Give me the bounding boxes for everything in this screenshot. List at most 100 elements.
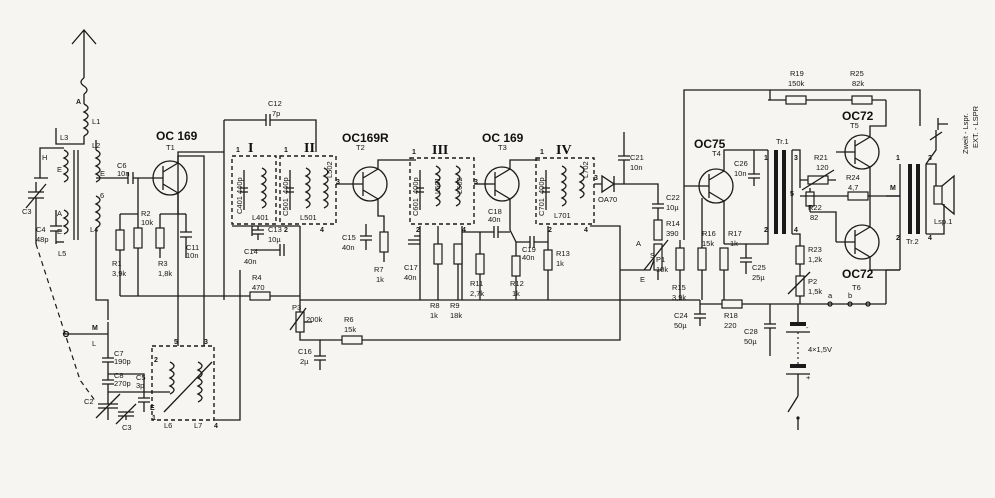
r19-ref: R19: [790, 69, 804, 78]
inductor-l2-l4: [94, 140, 109, 320]
t6-ref: T6: [852, 283, 861, 292]
r23-value: 1,2k: [808, 255, 822, 264]
osc-pin-e: E: [150, 405, 155, 412]
r2-value: 10k: [141, 218, 153, 227]
node-a-label: a: [828, 291, 833, 300]
capacitor-c25: [724, 243, 752, 274]
antenna: [71, 29, 97, 104]
capacitor-c16: [314, 355, 326, 370]
c21-ref: C21: [630, 153, 644, 162]
t5-type: OC72: [842, 109, 874, 123]
c13-ref: C13: [268, 225, 282, 234]
p1-pin-a: A: [636, 239, 641, 248]
iii-pin-1: 1: [412, 149, 416, 156]
resistor-r23: [795, 245, 805, 276]
r7-ref: R7: [374, 265, 384, 274]
r12-value: 1k: [512, 289, 520, 298]
r12-ref: R12: [510, 279, 524, 288]
node-a-b: [827, 301, 871, 307]
speaker-label: Lsp.1: [934, 217, 952, 226]
r9-value: 18k: [450, 311, 462, 320]
c22-ref: C22: [666, 193, 680, 202]
r25-value: 82k: [852, 79, 864, 88]
c15-value: 40n: [342, 243, 355, 252]
r15-ref: R15: [672, 283, 686, 292]
p1-pin-e: E: [640, 275, 645, 284]
resistor-r15: [675, 240, 685, 300]
r24-value: 4,7: [848, 183, 858, 192]
l3-label: L3: [60, 133, 68, 142]
capacitor-c21: [618, 132, 630, 184]
resistor-r22: [805, 188, 815, 212]
resistor-r6: [320, 270, 621, 345]
battery-label: 4×1,5V: [808, 345, 832, 354]
resistor-r11: [475, 232, 485, 300]
c2-label: C2: [84, 397, 94, 406]
l5-label: L5: [58, 249, 66, 258]
c5-value: 3p: [136, 381, 144, 390]
t4-ref: T4: [712, 149, 721, 158]
t2-type: OC169R: [342, 131, 389, 145]
p3-value: 200k: [306, 315, 323, 324]
ii-pin-4: 4: [320, 227, 324, 234]
c16-value: 2µ: [300, 357, 309, 366]
diode-oa70: [594, 174, 640, 194]
capacitor-c8: [102, 374, 114, 404]
r3-ref: R3: [158, 259, 168, 268]
resistor-r7: [379, 231, 389, 262]
capacitor-c24: [694, 310, 706, 326]
capacitor-c4: [50, 210, 62, 244]
transformer-tr1: [746, 149, 801, 246]
r1-value: 3,9k: [112, 269, 126, 278]
resistor-r14: [653, 219, 663, 241]
c14-ref: C14: [244, 247, 258, 256]
t4-type: OC75: [694, 137, 726, 151]
c14-value: 40n: [244, 257, 257, 266]
l401-label: L401: [252, 213, 269, 222]
c501-value: 440p: [281, 177, 290, 194]
resistor-r1: [115, 214, 125, 296]
c11-ref: C11: [186, 243, 199, 252]
transistor-t2: [336, 159, 416, 232]
r18-ref: R18: [724, 311, 738, 320]
diode-label: OA70: [598, 195, 617, 204]
r8-ref: R8: [430, 301, 440, 310]
r6-ref: R6: [344, 315, 354, 324]
r25-ref: R25: [850, 69, 864, 78]
tr1-pin-2: 2: [764, 227, 768, 234]
capacitor-c15: [360, 224, 372, 250]
ii-pin-1: 1: [236, 147, 240, 154]
resistor-r12: [509, 229, 521, 300]
resistor-r16: [697, 198, 707, 300]
iii-pin-4: 4: [462, 227, 466, 234]
c501-ref: C501: [281, 198, 290, 216]
capacitor-c12: [262, 114, 317, 152]
resistor-r18: [721, 299, 886, 309]
r23-ref: R23: [808, 245, 822, 254]
r14-value: 390: [666, 229, 679, 238]
trimmer-c2: [95, 393, 121, 420]
t1-type: OC 169: [156, 129, 198, 143]
transistor-t5: [836, 100, 887, 196]
l501-label: L501: [300, 213, 317, 222]
c17-ref: C17: [404, 263, 418, 272]
l7-label: L7: [194, 421, 202, 430]
c22-value: 10µ: [666, 203, 679, 212]
c25-ref: C25: [752, 263, 766, 272]
l3-pin-h: H: [42, 153, 47, 162]
c26-ref: C26: [734, 159, 748, 168]
r13-value: 1k: [556, 259, 564, 268]
speaker-lsp1: [926, 163, 955, 235]
c18-ref: C18: [488, 207, 502, 216]
ext-speaker-label-en: EXT. - LSPR: [971, 105, 980, 148]
battery: [786, 304, 810, 390]
p2-value: 1,5k: [808, 287, 822, 296]
l701-label: L701: [554, 211, 571, 220]
ii-pin-2: 1: [284, 147, 288, 154]
tr2-label: Tr.2: [906, 237, 919, 246]
transistor-t4: [683, 89, 921, 244]
tr1-pin-4: 4: [794, 227, 798, 234]
c24-ref: C24: [674, 311, 688, 320]
